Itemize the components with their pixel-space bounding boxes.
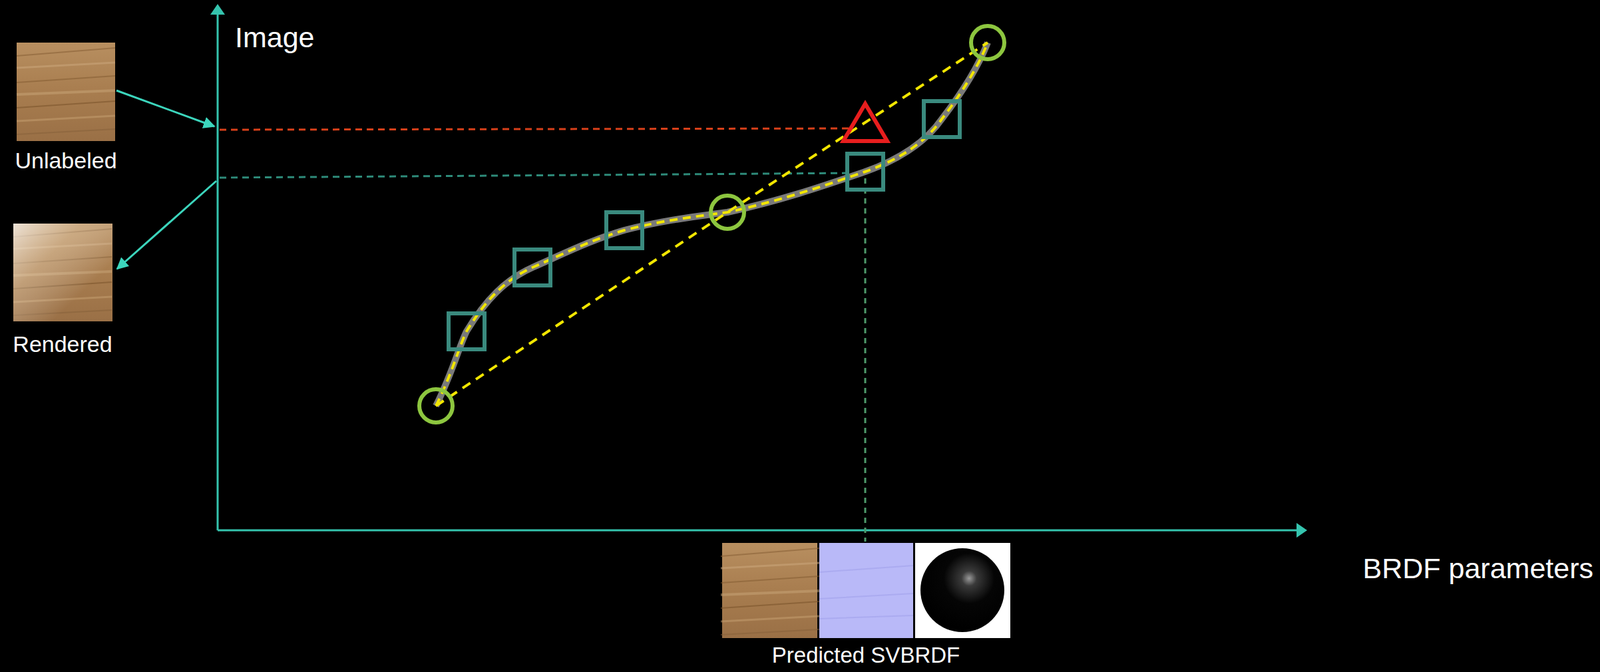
anchor-circles [419,25,1005,423]
manifold-curve [435,42,988,406]
image-caption: Unlabeled [14,147,117,174]
leader-arrow [116,90,215,127]
rendered-guide [219,173,854,178]
parameter-guide [864,168,867,542]
fitted-curve [435,42,988,406]
sample-squares [448,101,960,350]
leader-arrow [117,181,217,269]
unlabeled-thumbnail [16,42,116,142]
image-caption: Rendered [12,331,112,358]
diffuse-map [720,543,820,639]
axis-title: BRDF parameters [1363,552,1594,586]
prediction-triangle [843,103,888,142]
image-caption: Predicted SVBRDF [772,642,960,669]
axis-title: Image [234,21,315,54]
x-axis [217,529,1300,532]
unlabeled-guide [219,128,854,130]
normal-map [819,543,914,639]
specular-sphere [915,543,1011,639]
y-axis [216,10,219,531]
rendered-thumbnail [13,223,113,322]
linear-interpolation [435,42,988,406]
